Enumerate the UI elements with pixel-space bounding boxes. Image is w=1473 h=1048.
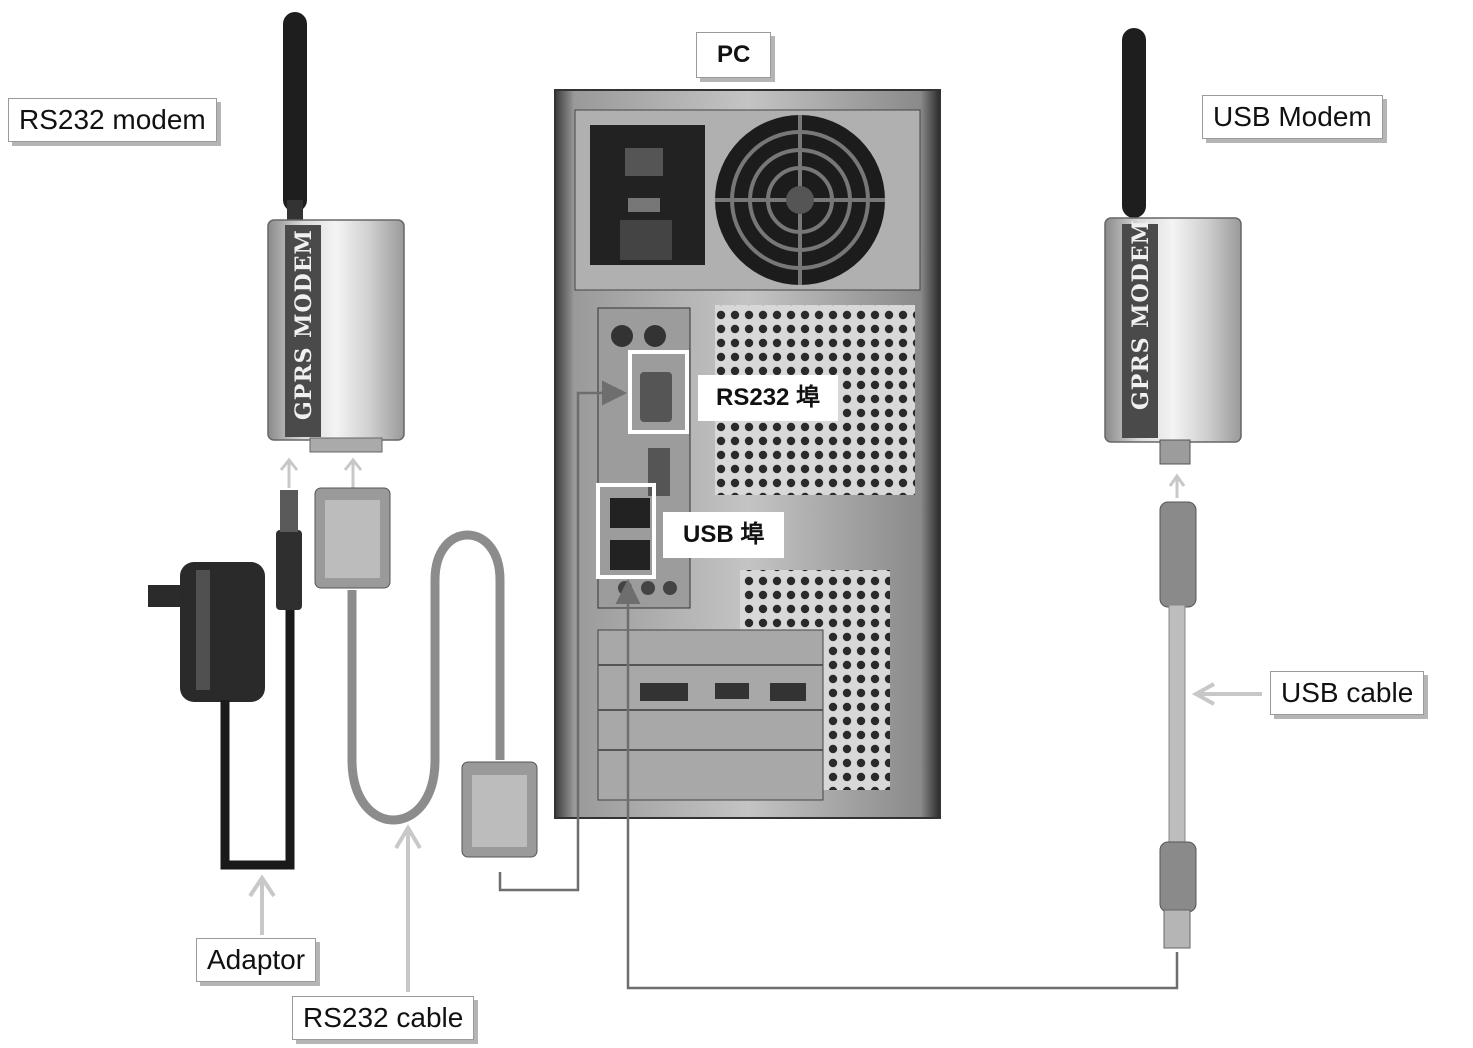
rs232-modem: GPRS MODEM [267, 12, 405, 453]
power-adaptor-icon [148, 490, 302, 870]
rs232-cable-label: RS232 cable [292, 996, 475, 1040]
rs232-connection-line [498, 380, 627, 892]
fan-icon [715, 115, 885, 285]
up-arrow [343, 457, 363, 488]
antenna-icon [283, 12, 307, 225]
usb-cable-label: USB cable [1270, 671, 1425, 715]
usb-cable [1159, 501, 1197, 949]
rs232-modem-label: RS232 modem [8, 98, 217, 142]
usb-connector-icon [1159, 841, 1197, 949]
pc-tower [554, 89, 941, 819]
up-arrow [279, 457, 299, 488]
usb-modem: GPRS MODEM [1104, 28, 1242, 465]
usb-port-highlight [596, 483, 656, 579]
up-arrow [1168, 473, 1186, 498]
left-arrow [1191, 682, 1262, 706]
adaptor-label: Adaptor [196, 938, 317, 982]
up-arrow [394, 824, 422, 992]
usb-modem-label: USB Modem [1202, 95, 1383, 139]
usb-port-label: USB 埠 [663, 512, 785, 558]
modem-brand-text: GPRS MODEM [1128, 219, 1154, 410]
up-arrow [248, 874, 276, 935]
rs232-port-label: RS232 埠 [698, 375, 839, 421]
usb-connector-icon [1159, 501, 1197, 608]
antenna-icon [1122, 28, 1146, 218]
modem-brand-text: GPRS MODEM [291, 229, 317, 420]
rs232-cable [314, 487, 538, 858]
usb-connection-line [615, 579, 1179, 990]
db9-connector-icon [461, 761, 538, 858]
rs232-port-highlight [628, 350, 689, 434]
pc-label: PC [696, 32, 772, 78]
db9-connector-icon [314, 487, 391, 589]
